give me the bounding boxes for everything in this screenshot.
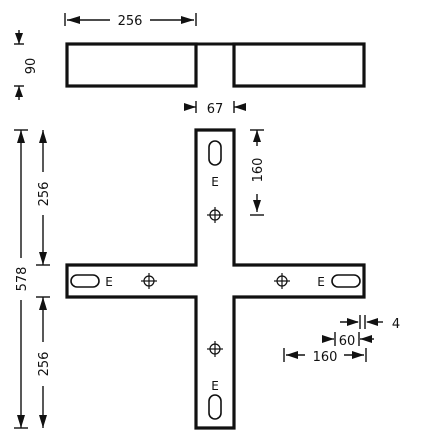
right-e-label: E [317,275,325,289]
dimension-total-height: 578 [14,129,30,429]
dimension-160-horizontal: 160 [283,348,367,365]
dim-60-text: 60 [339,334,356,349]
crosshair-top [207,207,223,223]
dim-offset-vertical-text: 160 [251,158,266,183]
dimension-offset-vertical: 160 [250,129,266,216]
dimension-60: 60 [322,332,374,349]
dim-top-width-text: 256 [118,14,143,29]
top-view-right-segment [232,42,366,88]
dim-160-horizontal-text: 160 [313,350,338,365]
dim-4-text: 4 [392,317,400,332]
cross-outline [65,128,366,430]
top-e-label: E [211,175,219,189]
dim-upper-height-text: 256 [37,182,52,207]
dimension-upper-height: 256 [36,130,52,266]
left-slot [70,274,100,288]
right-slot [331,274,361,288]
dimension-top-height: 90 [14,30,39,100]
bottom-e-label: E [211,379,219,393]
dim-lower-height-text: 256 [37,352,52,377]
dimension-top-width: 256 [64,13,197,29]
cross-view: E E E E [65,128,366,430]
top-view [65,42,366,88]
dim-top-height-text: 90 [24,58,39,75]
crosshair-bottom [207,341,223,357]
left-e-label: E [105,275,113,289]
crosshair-right [274,273,290,289]
dimension-lower-height: 256 [36,296,52,428]
top-view-left-segment [65,42,198,88]
dim-total-height-text: 578 [15,267,30,292]
bottom-slot [208,394,222,420]
crosshair-left [141,273,157,289]
dim-gap-text: 67 [207,102,224,117]
top-slot [208,140,222,166]
dimension-gap: 67 [184,101,246,117]
dimension-4: 4 [340,315,400,332]
